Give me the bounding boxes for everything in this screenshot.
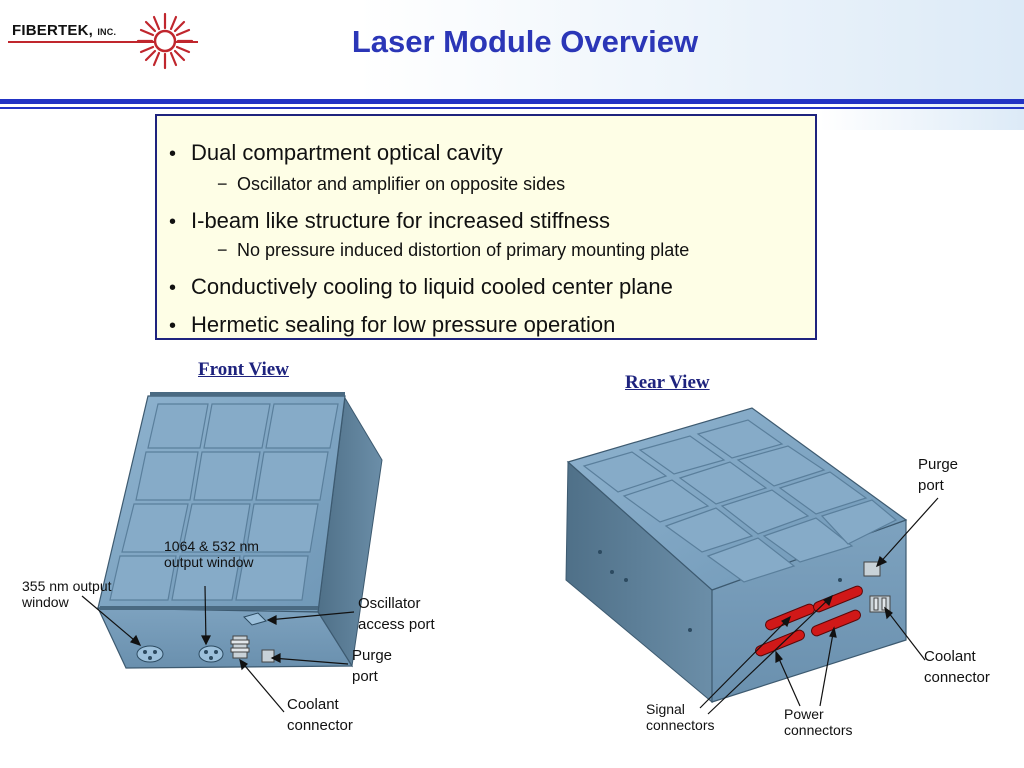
sub-bullet-dash-icon: − — [217, 240, 228, 260]
rear-power-callout: Power connectors — [784, 706, 852, 738]
bullet-text: Hermetic sealing for low pressure operat… — [191, 312, 616, 337]
front-coolant-callout: Coolant connector — [287, 694, 353, 736]
rear-signal-callout: Signal connectors — [646, 701, 714, 733]
front-oscillator-callout: Oscillator access port — [358, 593, 435, 635]
bullet-box: •Dual compartment optical cavity −Oscill… — [155, 114, 817, 340]
callout-line: 1064 & 532 nm — [164, 538, 259, 554]
bullet-text: I-beam like structure for increased stif… — [191, 208, 610, 233]
bullet-dot-icon: • — [169, 211, 177, 233]
laser-sun-logo-icon — [136, 12, 194, 70]
bullet-dot-icon: • — [169, 143, 177, 165]
front-355-window — [136, 645, 164, 663]
callout-line: connector — [287, 717, 353, 734]
bullet-item: • Hermetic sealing for low pressure opera… — [169, 312, 615, 338]
front-oscillator-port — [243, 612, 267, 626]
bullet-item: • Conductively cooling to liquid cooled c… — [169, 274, 673, 300]
front-coolant-fitting — [230, 635, 250, 659]
bullet-text: Dual compartment optical cavity — [191, 140, 503, 165]
sub-bullet-text: No pressure induced distortion of primar… — [237, 240, 690, 260]
front-view-label: Front View — [198, 359, 289, 380]
company-logo-text: FIBERTEK, INC. — [12, 22, 116, 39]
callout-line: Power — [784, 706, 824, 722]
rear-power-connectors — [811, 585, 863, 637]
rear-purge-callout: Purge port — [918, 454, 958, 496]
callout-line: Oscillator — [358, 595, 421, 612]
front-1064-window-callout: 1064 & 532 nm output window — [164, 538, 259, 570]
bullet-text: Conductively cooling to liquid cooled ce… — [191, 274, 673, 299]
callout-line: Coolant — [924, 648, 976, 665]
bullet-item: • I-beam like structure for increased sti… — [169, 208, 610, 234]
rear-coolant-callout: Coolant connector — [924, 646, 990, 688]
header-rule-thin — [0, 107, 1024, 109]
callout-line: access port — [358, 616, 435, 633]
callout-line: port — [352, 668, 378, 685]
rear-view-module — [565, 407, 939, 715]
logo-name: FIBERTEK, — [12, 22, 93, 39]
logo-suffix: INC. — [97, 27, 117, 37]
rear-purge-port — [863, 561, 881, 577]
front-1064-window — [198, 645, 224, 663]
callout-line: connector — [924, 669, 990, 686]
slide-title: Laser Module Overview — [351, 24, 699, 59]
sub-bullet-item: −Oscillator and amplifier on opposite si… — [217, 174, 565, 195]
callout-line: Signal — [646, 701, 685, 717]
front-purge-fitting — [261, 649, 275, 663]
callout-line: connectors — [646, 717, 715, 733]
front-purge-callout: Purge port — [352, 645, 392, 687]
front-view-module — [81, 392, 383, 713]
callout-line: output window — [164, 554, 254, 570]
bullet-dot-icon: • — [169, 277, 177, 299]
sub-bullet-dash-icon: − — [217, 174, 228, 194]
header-fade — [820, 100, 1024, 130]
front-355-window-callout: 355 nm output window — [22, 578, 112, 610]
callout-line: Coolant — [287, 696, 339, 713]
rear-view-label: Rear View — [625, 372, 710, 393]
callout-line: 355 nm output — [22, 578, 112, 594]
sub-bullet-text: Oscillator and amplifier on opposite sid… — [237, 174, 566, 194]
logo-underline — [8, 41, 198, 43]
header-rule-thick — [0, 99, 1024, 104]
callout-line: Purge — [352, 647, 393, 664]
callout-line: connectors — [784, 722, 853, 738]
callout-line: Purge — [918, 456, 959, 473]
sub-bullet-item: −No pressure induced distortion of prima… — [217, 240, 689, 261]
bullet-dot-icon: • — [169, 315, 177, 337]
bullet-item: • Dual compartment optical cavity — [169, 140, 503, 166]
callout-line: port — [918, 477, 944, 494]
callout-line: window — [22, 594, 69, 610]
